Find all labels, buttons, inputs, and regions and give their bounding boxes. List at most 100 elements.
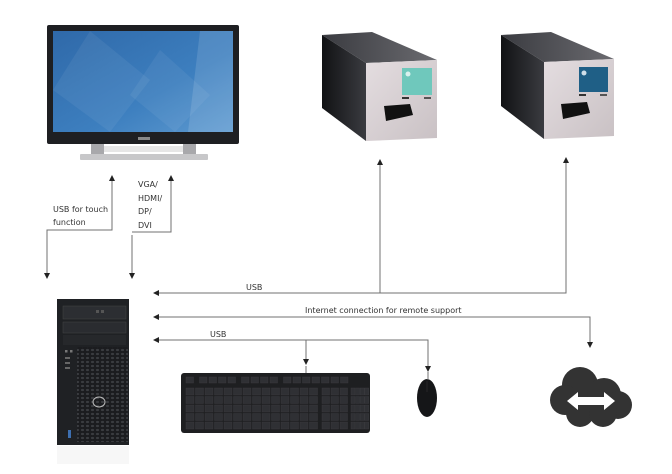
label-video-1: VGA/ [138,180,158,189]
keyboard-key [280,387,290,396]
keyboard-key [195,413,204,421]
keyboard-key [233,413,242,421]
keyboard-key [195,404,204,413]
monitor-stand-left [91,144,104,156]
double-arrow-icon [567,392,615,410]
keyboard-key [364,413,369,421]
device-1-slot [384,104,413,121]
keyboard-key [214,396,223,404]
keyboard-key [223,404,233,413]
keyboard-key [339,421,348,430]
keyboard-key [252,413,261,421]
dell-logo-icon [138,137,150,140]
keyboard-key [199,376,208,384]
keyboard-key [330,421,339,430]
keyboard-key [309,413,318,421]
keyboard-key [350,413,356,421]
keyboard-key [290,387,299,396]
keyboard-key [252,387,261,396]
keyboard-key [355,404,360,413]
keyboard-key [214,404,223,413]
optical-drive [62,305,127,320]
keyboard-key [290,413,299,421]
label-video-4: DVI [138,221,152,230]
label-usb-devices: USB [246,283,262,292]
keyboard-key [214,413,223,421]
keyboard-key [271,421,280,430]
keyboard-key [321,421,330,430]
keyboard-key [364,387,369,396]
keyboard-key [269,376,278,384]
keyboard-key [350,396,356,404]
keyboard-key [355,396,360,404]
keyboard-key [309,404,318,413]
keyboard-key [299,396,309,404]
keyboard-key [321,396,330,404]
device-2-slot [561,102,590,119]
keyboard-key [355,413,360,421]
keyboard-key [350,387,356,396]
keyboard-key [261,396,271,404]
keyboard-key [330,387,339,396]
keyboard-key [252,421,261,430]
keyboard-key [185,413,195,421]
keyboard-key [360,387,365,396]
keyboard-key [299,413,309,421]
label-usb-touch-1: USB for touch [53,205,108,214]
keyboard-key [330,413,339,421]
monitor-screen [53,31,233,132]
keyboard-key [252,404,261,413]
keyboard-key [208,376,217,384]
front-mesh [77,347,128,442]
keyboard-key [283,376,292,384]
keyboard-key [280,421,290,430]
keyboard-key [364,404,369,413]
keyboard [181,373,370,433]
label-usb-touch-2: function [53,218,86,227]
keyboard-key [360,421,365,430]
keyboard-key [195,387,204,396]
keyboard-key [355,421,360,430]
edge-usb-device-2 [380,157,569,294]
keyboard-key [271,404,280,413]
mouse-body [417,379,437,417]
keyboard-key [242,421,252,430]
keyboard-key [241,376,250,384]
keyboard-key [360,413,365,421]
keyboard-key [271,413,280,421]
edge-usb-mouse [300,339,431,372]
keyboard-key [339,413,348,421]
edge-video [132,175,174,233]
keyboard-key [311,376,320,384]
keyboard-key [290,396,299,404]
keyboard-key [299,404,309,413]
mouse [417,379,437,417]
keyboard-key [233,396,242,404]
keyboard-key [204,404,214,413]
keyboard-key [218,376,227,384]
keyboard-key [195,396,204,404]
label-usb-peripherals: USB [210,330,226,339]
keyboard-key [233,387,242,396]
keyboard-key [233,421,242,430]
keyboard-key [321,413,330,421]
keyboard-key [261,413,271,421]
keyboard-key [242,387,252,396]
label-video-2: HDMI/ [138,194,162,203]
keyboard-key [233,404,242,413]
keyboard-key [280,396,290,404]
keyboard-key [292,376,301,384]
keyboard-key [340,376,349,384]
keyboard-key [223,413,233,421]
keyboard-key [204,387,214,396]
keyboard-key [309,421,318,430]
label-internet: Internet connection for remote support [305,306,462,315]
keyboard-key [185,376,194,384]
edge-usb-device-1 [377,159,566,294]
keyboard-key [350,421,356,430]
keyboard-key [339,404,348,413]
keyboard-key [299,421,309,430]
keyboard-key [302,376,311,384]
device-2 [501,32,614,139]
keyboard-key [355,387,360,396]
